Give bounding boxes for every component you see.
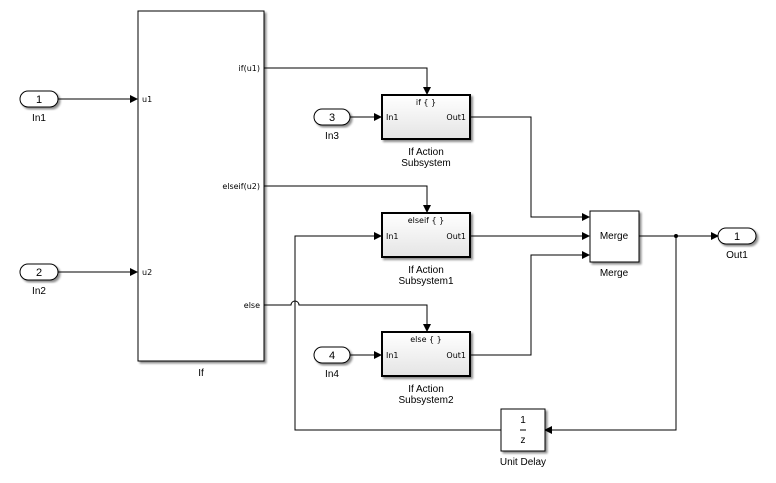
action-port-label: else { } bbox=[410, 335, 442, 344]
inport-number: 4 bbox=[329, 350, 335, 362]
subsystem-name-line1: If Action bbox=[408, 265, 444, 276]
signal-feedback-to-delay[interactable] bbox=[544, 236, 677, 434]
subsystem-output-port: Out1 bbox=[446, 232, 466, 241]
if-input-port-u1: u1 bbox=[142, 95, 152, 104]
unit-delay-numerator: 1 bbox=[520, 415, 526, 426]
if-block-name: If bbox=[198, 368, 204, 379]
action-port-label: if { } bbox=[416, 98, 436, 107]
action-port-label: elseif { } bbox=[408, 216, 445, 225]
subsystem-name-line1: If Action bbox=[408, 384, 444, 395]
if-action-subsystem2[interactable]: else { } In1 Out1 If Action Subsystem2 bbox=[381, 331, 471, 406]
outport-name: Out1 bbox=[726, 250, 748, 261]
merge-block[interactable]: Merge Merge bbox=[589, 210, 640, 279]
merge-block-label: Merge bbox=[600, 231, 629, 242]
outport-number: 1 bbox=[734, 231, 740, 243]
merge-block-name: Merge bbox=[600, 268, 629, 279]
if-block[interactable]: u1 u2 if(u1) elseif(u2) else If bbox=[137, 10, 265, 379]
unit-delay-name: Unit Delay bbox=[500, 457, 546, 468]
subsystem-input-port: In1 bbox=[386, 232, 399, 241]
subsystem-name-line2: Subsystem1 bbox=[398, 276, 453, 287]
if-output-port-else: else bbox=[244, 301, 260, 310]
inport-number: 1 bbox=[36, 94, 42, 106]
inport-in1[interactable]: 1 In1 bbox=[19, 90, 59, 124]
subsystem-name-line2: Subsystem2 bbox=[398, 395, 453, 406]
if-action-subsystem1[interactable]: elseif { } In1 Out1 If Action Subsystem1 bbox=[381, 212, 471, 287]
inport-name: In1 bbox=[32, 113, 46, 124]
signal-sub0-to-merge[interactable] bbox=[470, 116, 590, 221]
inport-name: In3 bbox=[325, 131, 339, 142]
subsystem-input-port: In1 bbox=[386, 351, 399, 360]
inport-name: In4 bbox=[325, 369, 339, 380]
outport-out1[interactable]: 1 Out1 bbox=[717, 227, 757, 261]
branch-point bbox=[674, 234, 678, 238]
subsystem-name-line2: Subsystem bbox=[401, 158, 450, 169]
signal-elseif-to-sub1[interactable] bbox=[264, 185, 431, 213]
inport-number: 2 bbox=[36, 267, 42, 279]
if-action-subsystem[interactable]: if { } In1 Out1 If Action Subsystem bbox=[381, 94, 471, 169]
unit-delay-denominator: z bbox=[521, 435, 526, 446]
inport-in2[interactable]: 2 In2 bbox=[19, 263, 59, 297]
inport-number: 3 bbox=[329, 112, 335, 124]
subsystem-output-port: Out1 bbox=[446, 351, 466, 360]
subsystem-input-port: In1 bbox=[386, 113, 399, 122]
signal-sub2-to-merge[interactable] bbox=[470, 251, 590, 356]
subsystem-output-port: Out1 bbox=[446, 113, 466, 122]
if-output-port-elseif: elseif(u2) bbox=[222, 182, 260, 191]
if-output-port-if: if(u1) bbox=[239, 64, 260, 73]
inport-name: In2 bbox=[32, 286, 46, 297]
inport-in3[interactable]: 3 In3 bbox=[313, 108, 351, 142]
subsystem-name-line1: If Action bbox=[408, 147, 444, 158]
if-input-port-u2: u2 bbox=[142, 268, 152, 277]
signal-delay-to-sub1[interactable] bbox=[294, 232, 501, 431]
unit-delay-block[interactable]: 1 z Unit Delay bbox=[500, 408, 546, 468]
inport-in4[interactable]: 4 In4 bbox=[313, 346, 351, 380]
signal-lines bbox=[58, 67, 719, 434]
signal-else-to-sub2[interactable] bbox=[264, 300, 431, 332]
signal-if-to-sub0[interactable] bbox=[264, 67, 431, 95]
